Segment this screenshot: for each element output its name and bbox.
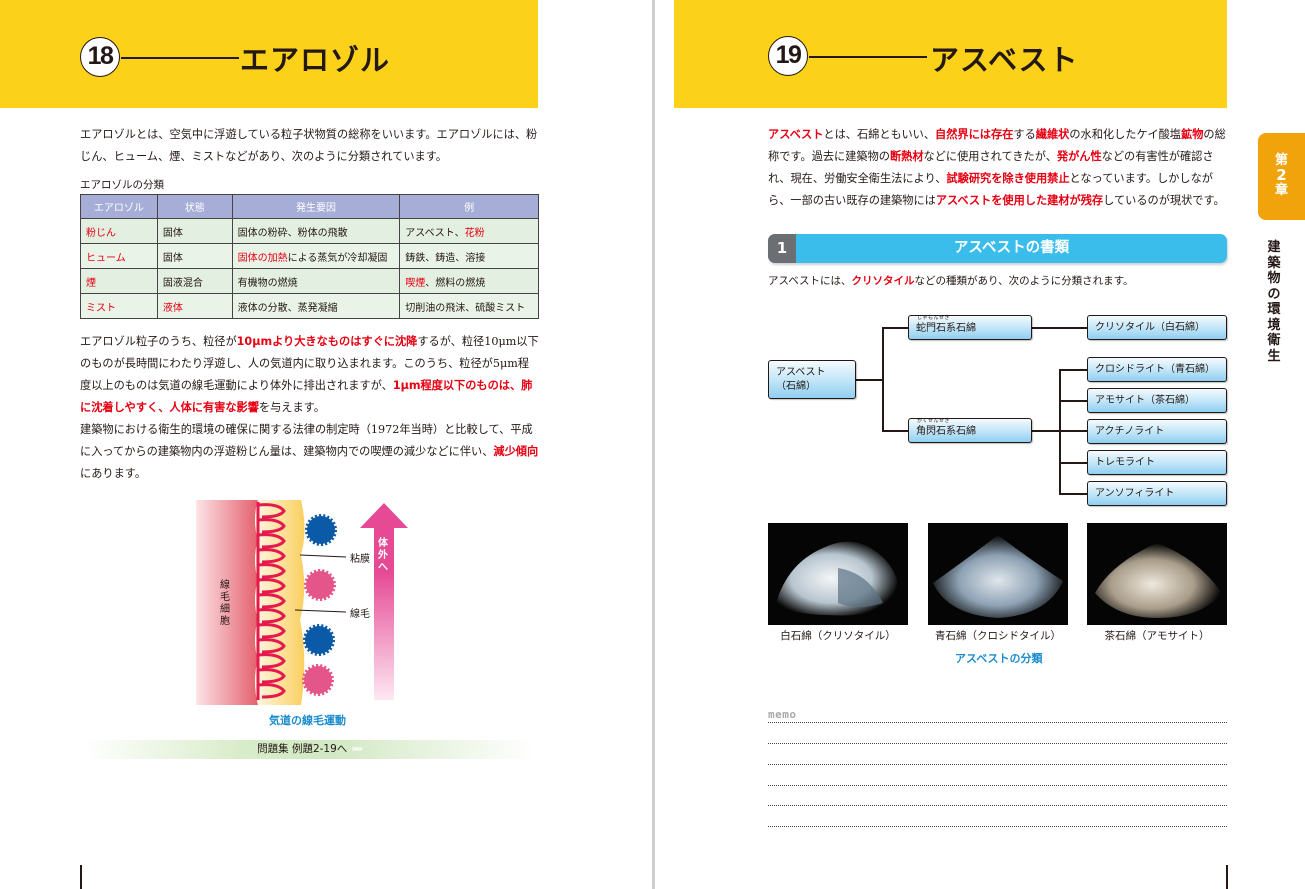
tree-node-amphibole: かくせんせき 角閃石系石綿 bbox=[908, 418, 1032, 443]
section-number-badge: 18 bbox=[80, 37, 120, 77]
intro-paragraph: エアロゾルとは、空気中に浮遊している粒子状物質の総称をいいます。エアロゾルには、… bbox=[80, 128, 538, 163]
table-row: 煙 固液混合 有機物の燃焼 喫煙、燃料の燃焼 bbox=[80, 268, 539, 294]
cilia-label: 線毛 bbox=[350, 609, 370, 620]
particle-icons bbox=[302, 514, 337, 696]
cilia-illustration bbox=[196, 500, 408, 705]
memo-label: memo bbox=[768, 708, 797, 721]
memo-line bbox=[768, 722, 1227, 723]
header-rule bbox=[121, 57, 239, 59]
chapter-header-band bbox=[674, 0, 1227, 108]
column-header: 例 bbox=[399, 194, 539, 219]
table-row: 粉じん 固体 固体の粉砕、粉体の飛散 アスベスト、花粉 bbox=[80, 218, 539, 244]
page-title: アスベスト bbox=[930, 43, 1079, 77]
tree-node-asbestos: アスベスト （石綿） bbox=[768, 360, 856, 399]
tree-node-actinolite: アクチノライト bbox=[1087, 419, 1227, 444]
example-cell: 切削油の飛沫、硫酸ミスト bbox=[399, 293, 539, 319]
memo-line bbox=[768, 826, 1227, 827]
exercise-link-label: 問題集 例題2-19へ bbox=[257, 743, 348, 755]
aerosol-cell: ミスト bbox=[80, 293, 158, 319]
mucus-label: 粘膜 bbox=[350, 554, 370, 565]
memo-line bbox=[768, 764, 1227, 765]
tree-node-amosite: アモサイト（茶石綿） bbox=[1087, 388, 1227, 413]
column-header: 状態 bbox=[156, 194, 233, 219]
example-cell: 鋳鉄、鋳造、溶接 bbox=[399, 243, 539, 269]
aerosol-cell: ヒューム bbox=[80, 243, 158, 269]
page-title: エアロゾル bbox=[240, 43, 391, 77]
dust-trend-paragraph: 建築物における衛生的環境の確保に関する法律の制定時（1972年当時）と比較して、… bbox=[80, 423, 539, 480]
column-header: 発生要因 bbox=[231, 194, 401, 219]
table-row: ミスト 液体 液体の分散、蒸発凝縮 切削油の飛沫、硫酸ミスト bbox=[80, 293, 539, 319]
tree-node-crocidolite: クロシドライト（青石綿） bbox=[1087, 357, 1227, 382]
chevron-right-icon: »» bbox=[351, 743, 362, 755]
photo-amosite bbox=[1087, 523, 1227, 625]
tree-node-chrysotile: クリソタイル（白石綿） bbox=[1087, 315, 1227, 340]
chapter-title-vertical: 建築物の環境衛生 bbox=[1267, 240, 1281, 364]
table-header-row: エアロゾル 状態 発生要因 例 bbox=[80, 194, 539, 219]
state-cell: 固液混合 bbox=[156, 268, 233, 294]
asbestos-intro-paragraph: アスベストとは、石綿ともいい、自然界には存在する繊維状の水和化したケイ酸塩鉱物の… bbox=[768, 128, 1226, 207]
section-intro-paragraph: アスベストには、クリソタイルなどの種類があり、次のように分類されます。 bbox=[768, 275, 1134, 287]
example-cell: 喫煙、燃料の燃焼 bbox=[399, 268, 539, 294]
aerosol-classification-table: エアロゾル 状態 発生要因 例 粉じん 固体 固体の粉砕、粉体の飛散 アスベスト… bbox=[80, 194, 539, 319]
cilia-cell-label: 線毛細胞 bbox=[220, 580, 230, 627]
cause-cell: 液体の分散、蒸発凝縮 bbox=[231, 293, 401, 319]
chapter-tab[interactable]: 第 2 章 bbox=[1258, 133, 1305, 220]
section-heading-bar: 1 アスベストの書類 bbox=[768, 234, 1227, 263]
photo-label: 白石綿（クリソタイル） bbox=[780, 630, 896, 642]
aerosol-cell: 煙 bbox=[80, 268, 158, 294]
example-cell: アスベスト、花粉 bbox=[399, 218, 539, 244]
memo-line bbox=[768, 785, 1227, 786]
header-rule bbox=[809, 56, 927, 58]
particle-size-paragraph: エアロゾル粒子のうち、粒径が10μmより大きなものはすぐに沈降するが、粒径10μ… bbox=[80, 335, 539, 414]
section-title: アスベストの書類 bbox=[953, 240, 1070, 256]
state-cell: 固体 bbox=[156, 218, 233, 244]
memo-line bbox=[768, 805, 1227, 806]
photos-caption: アスベストの分類 bbox=[955, 652, 1043, 665]
memo-line bbox=[768, 743, 1227, 744]
outward-arrow-label: 体外へ bbox=[378, 538, 388, 573]
cause-cell: 有機物の燃焼 bbox=[231, 268, 401, 294]
state-cell: 液体 bbox=[156, 293, 233, 319]
tree-node-tremolite: トレモライト bbox=[1087, 450, 1227, 475]
exercise-link[interactable]: 問題集 例題2-19へ»» bbox=[84, 740, 534, 759]
cilia-diagram: 線毛細胞 粘膜 線毛 体外へ bbox=[196, 500, 436, 710]
table-row: ヒューム 固体 固体の加熱による蒸気が冷却凝固 鋳鉄、鋳造、溶接 bbox=[80, 243, 539, 269]
photo-crocidolite bbox=[928, 523, 1068, 625]
aerosol-cell: 粉じん bbox=[80, 218, 158, 244]
photo-label: 青石綿（クロシドタイル） bbox=[935, 630, 1061, 642]
diagram-caption: 気道の線毛運動 bbox=[269, 714, 346, 727]
state-cell: 固体 bbox=[156, 243, 233, 269]
cause-cell: 固体の粉砕、粉体の飛散 bbox=[231, 218, 401, 244]
crop-mark bbox=[1226, 865, 1228, 889]
crop-mark bbox=[80, 865, 82, 889]
column-header: エアロゾル bbox=[80, 194, 158, 219]
tree-node-anthophyllite: アンソフィライト bbox=[1087, 481, 1227, 506]
tree-node-serpentine: じゃもんせき 蛇門石系石綿 bbox=[908, 315, 1032, 340]
table-caption: エアロゾルの分類 bbox=[80, 179, 164, 191]
page-gutter bbox=[652, 0, 655, 889]
cause-cell: 固体の加熱による蒸気が冷却凝固 bbox=[231, 243, 401, 269]
photo-chrysotile bbox=[768, 523, 908, 625]
photo-label: 茶石綿（アモサイト） bbox=[1104, 630, 1210, 642]
section-number-badge: 19 bbox=[768, 36, 808, 76]
section-number: 1 bbox=[768, 234, 796, 263]
